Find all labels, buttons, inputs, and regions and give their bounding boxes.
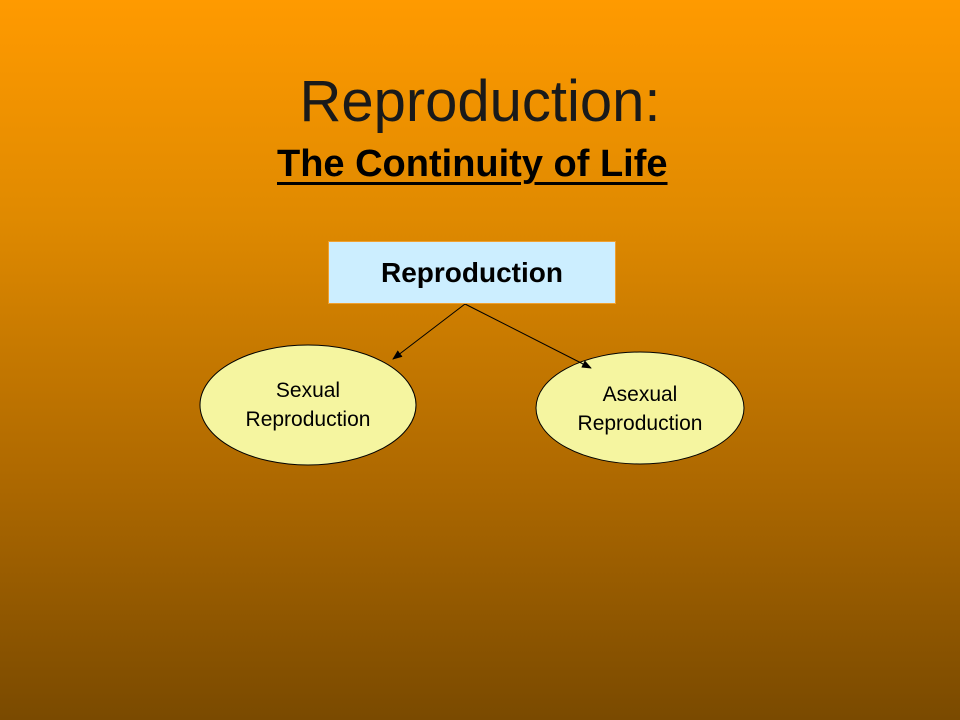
asexual-reproduction-ellipse	[535, 351, 745, 465]
root-label: Reproduction	[381, 256, 563, 288]
arrow-to-sexual	[392, 303, 466, 360]
sexual-line1: Sexual	[275, 379, 341, 402]
slide-title: Reproduction:	[299, 69, 661, 134]
asexual-reproduction-label: Asexual Reproduction	[540, 380, 740, 438]
sexual-line2: Reproduction	[245, 408, 371, 431]
slide-subtitle: The Continuity of Life	[277, 143, 668, 185]
reproduction-root-box: Reproduction	[328, 241, 616, 304]
arrow-to-asexual	[464, 303, 592, 369]
asexual-line1: Asexual	[602, 383, 678, 406]
asexual-line2: Reproduction	[577, 412, 703, 435]
sexual-reproduction-ellipse	[199, 344, 417, 466]
sexual-reproduction-label: Sexual Reproduction	[208, 376, 408, 434]
